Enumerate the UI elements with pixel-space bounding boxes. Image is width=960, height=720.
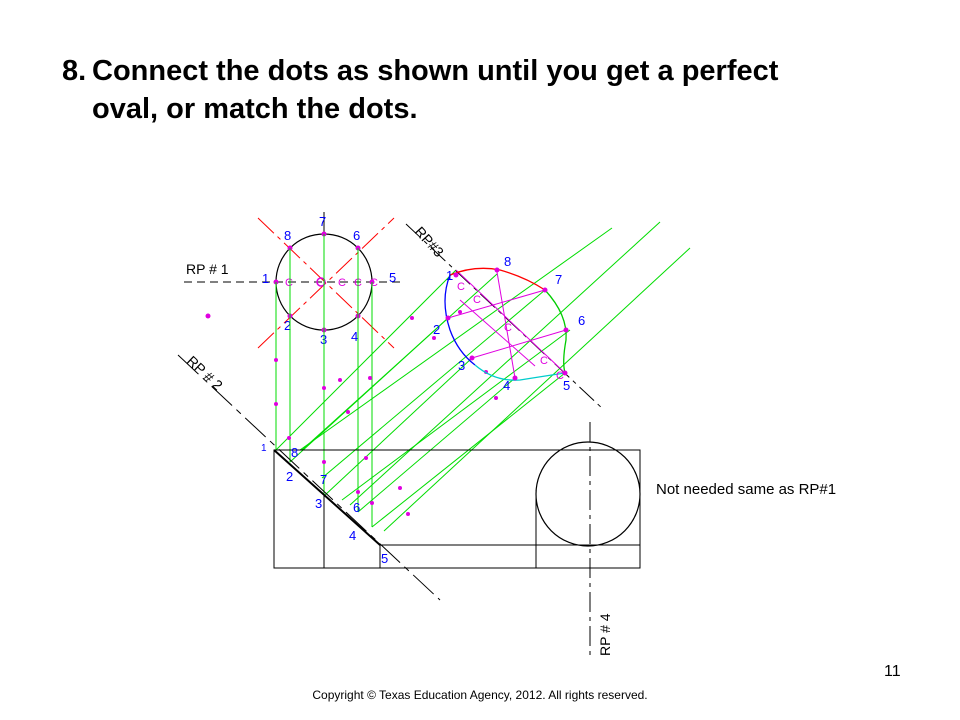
center-label: C bbox=[285, 277, 293, 289]
stray-marker bbox=[205, 313, 211, 319]
oval-arc-top bbox=[449, 267, 546, 291]
construction-line-diagonal-a bbox=[257, 217, 395, 349]
page-number: 11 bbox=[884, 663, 901, 680]
circle-point-label-7: 7 bbox=[319, 214, 326, 229]
projection-arrows bbox=[274, 310, 498, 516]
not-needed-note: Not needed same as RP#1 bbox=[656, 481, 836, 498]
oval-point-marker bbox=[453, 272, 459, 278]
projection-lines bbox=[275, 221, 691, 532]
rp4-label: RP # 4 bbox=[597, 613, 613, 656]
oval-center-label: C bbox=[473, 294, 481, 306]
oval-center-label: C bbox=[457, 281, 465, 293]
oval-point-marker bbox=[494, 267, 500, 273]
oval-point-marker bbox=[445, 315, 451, 321]
bottom-view bbox=[273, 422, 641, 660]
oval-point-label-5: 5 bbox=[563, 378, 570, 393]
oval-arc-bottom bbox=[474, 364, 566, 381]
edge-point-label-7: 7 bbox=[320, 472, 327, 487]
edge-point-label-3: 3 bbox=[315, 496, 322, 511]
edge-point-label-1: 1 bbox=[261, 443, 267, 454]
oval-point-label-2: 2 bbox=[433, 322, 440, 337]
circle-point-label-8: 8 bbox=[284, 228, 291, 243]
center-label: C bbox=[370, 277, 378, 289]
oval-point-marker bbox=[562, 370, 568, 376]
oval-arc-left bbox=[444, 274, 476, 366]
oval-point-marker bbox=[469, 355, 475, 361]
oval-point-label-6: 6 bbox=[578, 313, 585, 328]
oval-point-label-3: 3 bbox=[458, 358, 465, 373]
step-number: 8. bbox=[62, 55, 87, 87]
oval-point-label-7: 7 bbox=[555, 272, 562, 287]
rp3-label: RP#3 bbox=[412, 223, 447, 260]
circle-point-label-1: 1 bbox=[262, 271, 269, 286]
title-line-1: Connect the dots as shown until you get … bbox=[92, 55, 779, 87]
construction-line-diagonal-b bbox=[257, 217, 395, 349]
oval-center-label: C bbox=[556, 370, 564, 382]
circle-point-label-4: 4 bbox=[351, 329, 358, 344]
oval-point-marker bbox=[542, 287, 548, 293]
edge-point-label-8: 8 bbox=[291, 445, 298, 460]
center-label: C bbox=[338, 277, 346, 289]
title-line-2: oval, or match the dots. bbox=[92, 93, 418, 125]
edge-point-label-5: 5 bbox=[381, 551, 388, 566]
copyright-notice: Copyright © Texas Education Agency, 2012… bbox=[312, 688, 648, 702]
rp2-reference-line bbox=[177, 354, 441, 601]
circle-point-label-6: 6 bbox=[353, 228, 360, 243]
rp3-reference-line bbox=[405, 223, 605, 411]
circle-point-label-2: 2 bbox=[284, 318, 291, 333]
oval-center-label: C bbox=[540, 355, 548, 367]
circle-point-label-5: 5 bbox=[389, 270, 396, 285]
circle-center-marker bbox=[316, 277, 326, 287]
edge-point-label-2: 2 bbox=[286, 469, 293, 484]
edge-point-label-4: 4 bbox=[349, 528, 356, 543]
oval-point-marker bbox=[563, 327, 569, 333]
oval-point-label-8: 8 bbox=[504, 254, 511, 269]
front-view-circle-group: C C C C 1 2 3 4 5 6 7 8 RP # 1 bbox=[184, 212, 402, 349]
oval-point-label-1: 1 bbox=[446, 268, 453, 283]
oval-arc-right bbox=[544, 289, 567, 374]
rp1-label: RP # 1 bbox=[186, 261, 229, 277]
oval-point-label-4: 4 bbox=[503, 378, 510, 393]
edge-point-label-6: 6 bbox=[353, 500, 360, 515]
oval-point-marker bbox=[512, 375, 518, 381]
rp2-label: RP # 2 bbox=[184, 352, 226, 393]
oval-center-label: C bbox=[504, 322, 512, 334]
